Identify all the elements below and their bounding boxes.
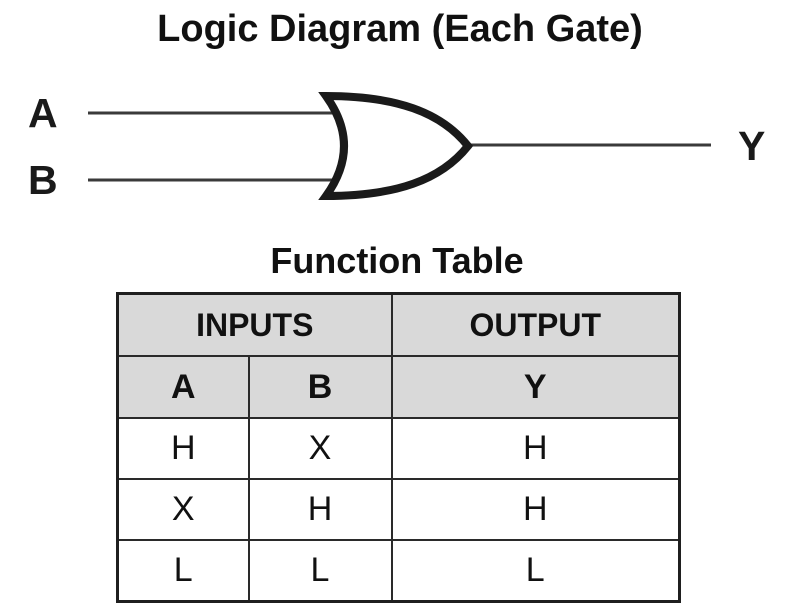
table-column-header-row: A B Y: [116, 355, 681, 419]
input-label-b: B: [28, 157, 58, 203]
table-row: H X H: [116, 417, 681, 480]
cell-row0-b: X: [247, 417, 393, 480]
cell-row2-b: L: [247, 539, 393, 603]
group-header-output: OUTPUT: [390, 292, 681, 357]
cell-row0-y: H: [390, 417, 681, 480]
cell-row0-a: H: [116, 417, 250, 480]
group-header-inputs: INPUTS: [116, 292, 393, 357]
logic-diagram: A B Y: [28, 90, 765, 203]
cell-row1-b: H: [247, 478, 393, 541]
cell-row2-a: L: [116, 539, 250, 603]
input-label-a: A: [28, 90, 58, 136]
column-header-b: B: [247, 355, 393, 419]
function-table-title: Function Table: [270, 240, 524, 281]
column-header-y: Y: [390, 355, 681, 419]
diagram-title: Logic Diagram (Each Gate): [157, 8, 643, 50]
or-gate-symbol: [318, 91, 474, 201]
cell-row2-y: L: [390, 539, 681, 603]
table-row: L L L: [116, 539, 681, 603]
cell-row1-a: X: [116, 478, 250, 541]
table-group-header-row: INPUTS OUTPUT: [116, 292, 681, 357]
table-row: X H H: [116, 478, 681, 541]
output-label-y: Y: [738, 123, 765, 169]
cell-row1-y: H: [390, 478, 681, 541]
column-header-a: A: [116, 355, 250, 419]
function-table: INPUTS OUTPUT A B Y H X H X H H L L L: [116, 292, 681, 603]
